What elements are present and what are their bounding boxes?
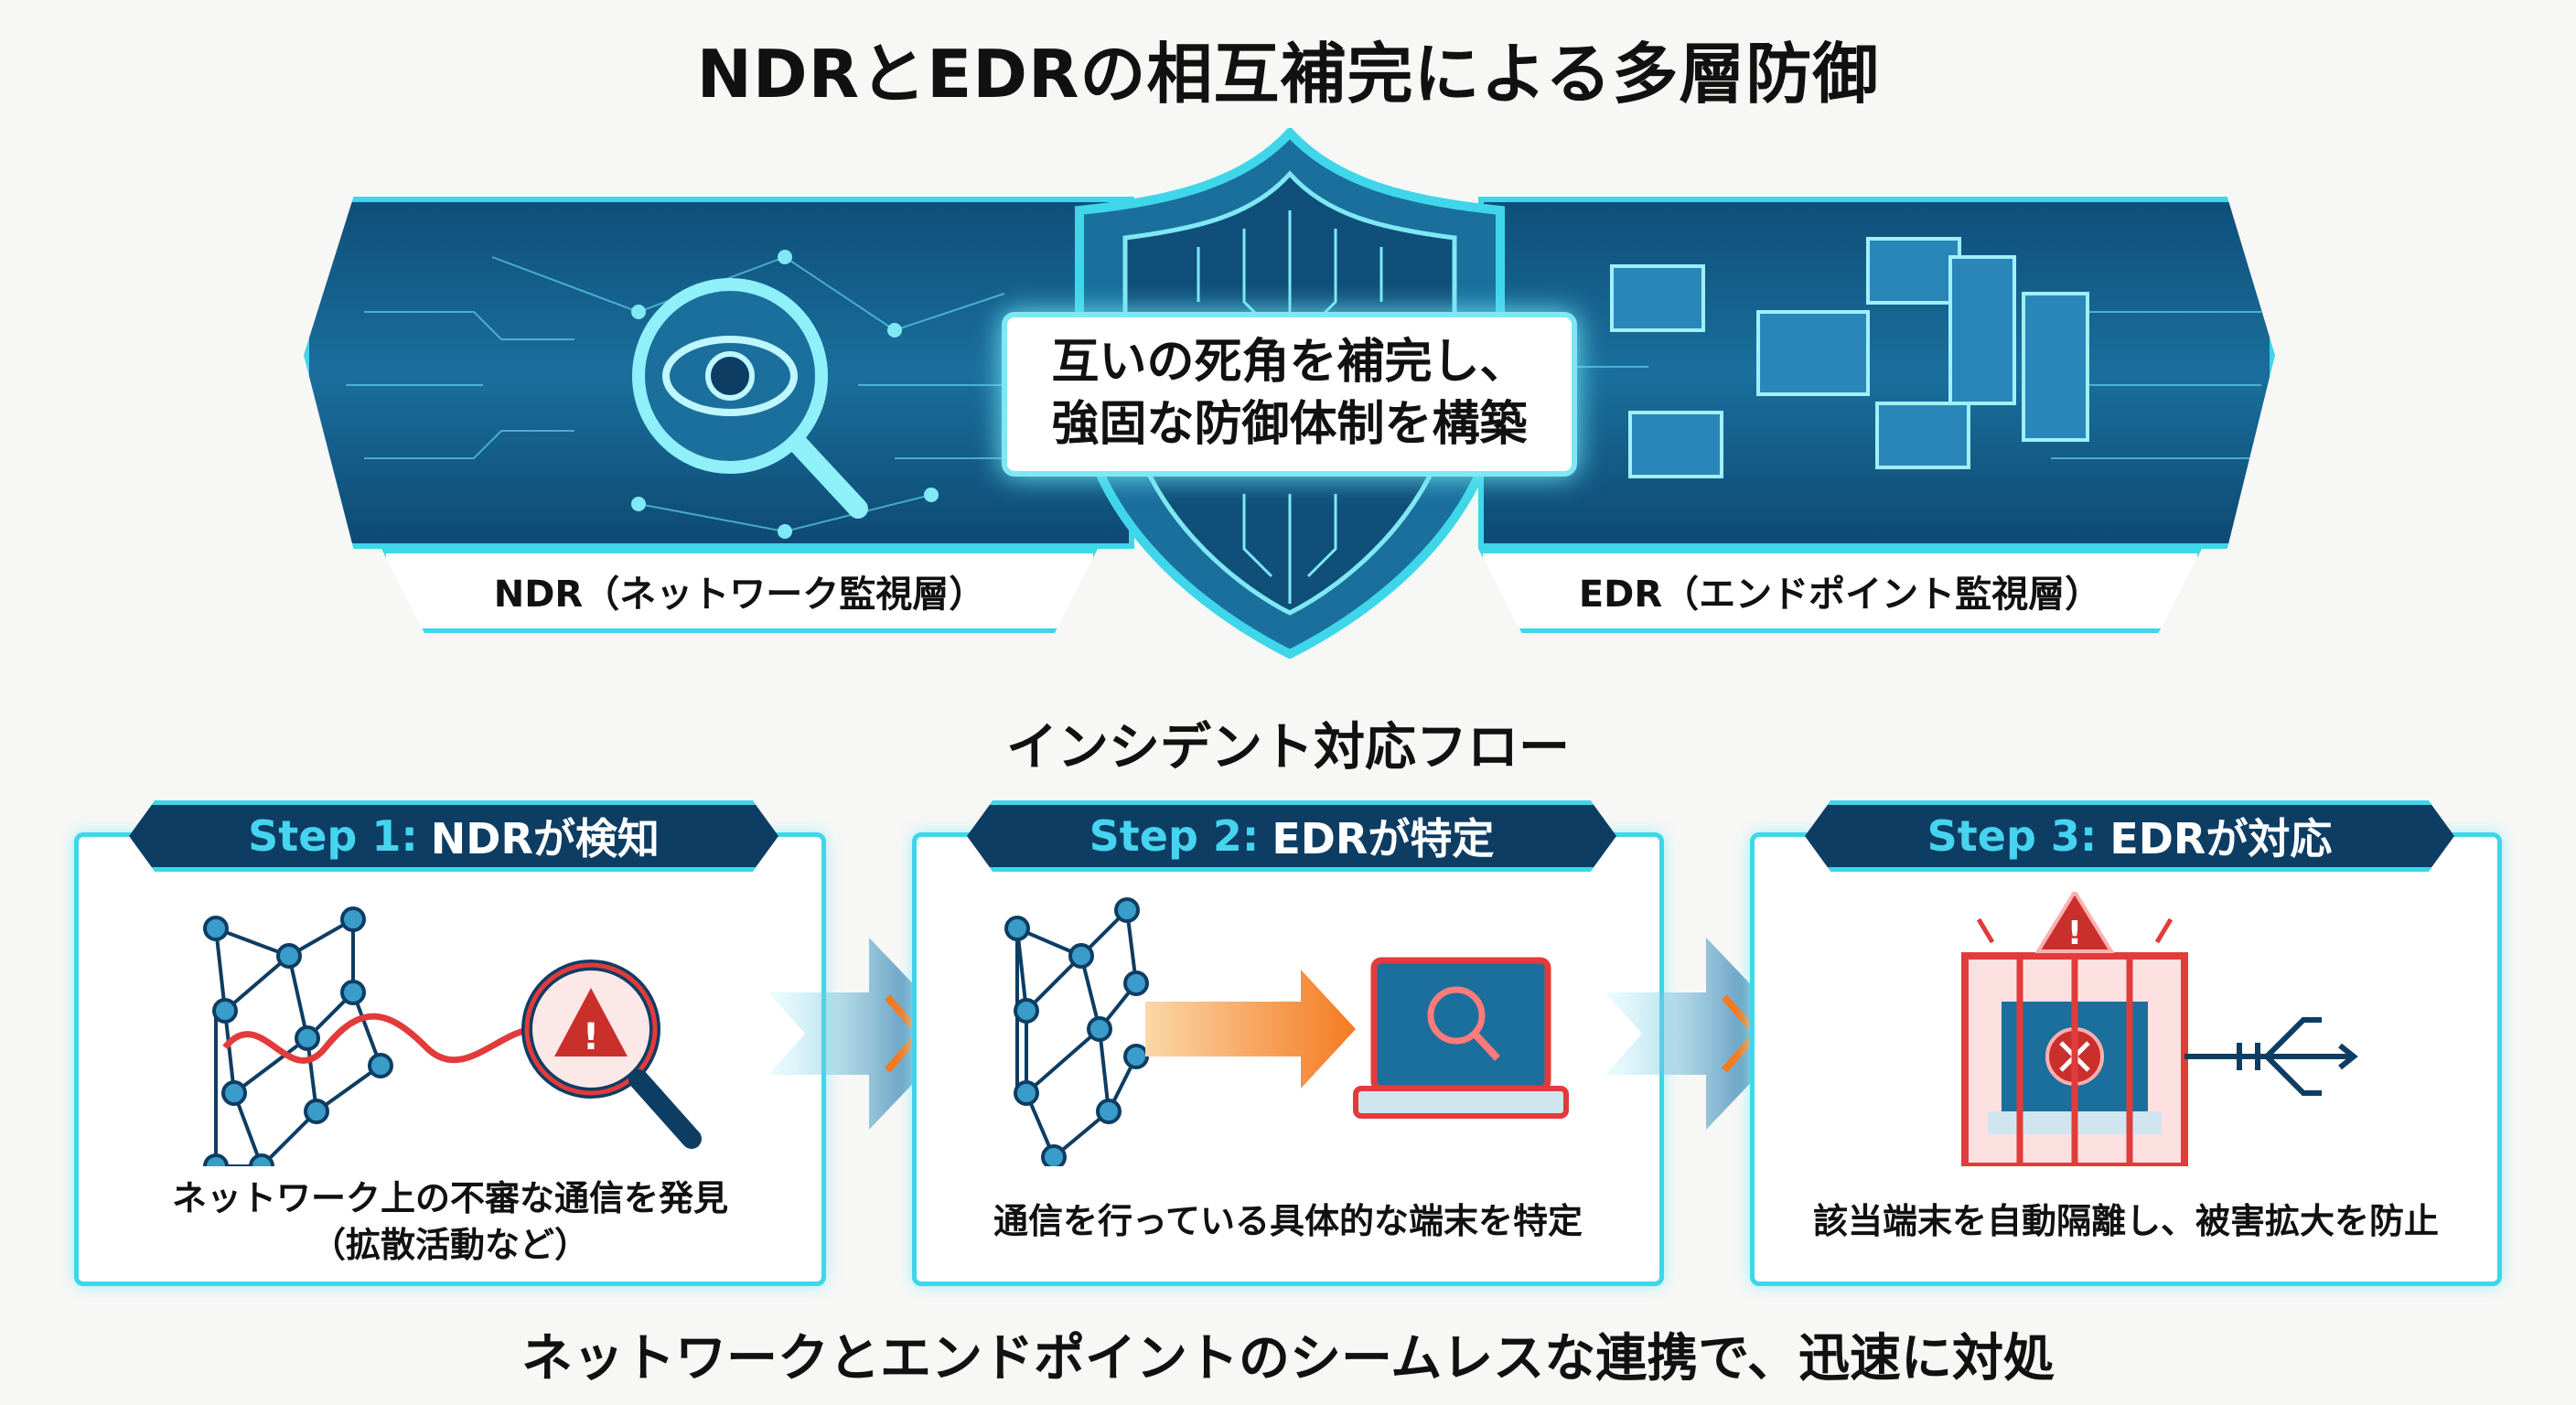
step-number: Step 1: [248,811,418,861]
page-title: NDRとEDRの相互補完による多層防御 [696,36,1880,113]
endpoint-devices-icon [1575,237,2261,478]
step-header: Step 2:EDRが特定 [967,800,1616,872]
step-card-3: Step 3:EDRが対応 ! 該当端末を自動隔離し、被害拡大を防止 [1750,800,2502,1286]
step-card-1: Step 1:NDRが検知 ! ネットワーク上の不審な通信を発見 （拡散活動など… [74,800,826,1286]
step-number: Step 2: [1089,811,1260,861]
footer-message: ネットワークとエンドポイントのシームレスな連携で、迅速に対処 [521,1329,2055,1389]
network-magnifier-eye-icon [346,250,1041,539]
step-header: Step 1:NDRが検知 [129,800,778,872]
step-description-line: （拡散活動など） [310,1225,589,1266]
step-description: 該当端末を自動隔離し、被害拡大を防止 [1755,1198,2497,1245]
step-name: EDRが特定 [1272,814,1495,863]
svg-text:!: ! [583,1016,599,1058]
step-name: EDRが対応 [2109,814,2333,863]
step-description-line: 通信を行っている具体的な端末を特定 [993,1201,1583,1241]
center-message-box: 互いの死角を補完し、 強固な防御体制を構築 [1002,312,1577,477]
svg-text:!: ! [2067,915,2082,952]
usb-icon [2184,1017,2358,1096]
ndr-layer-label: NDR（ネットワーク監視層） [381,549,1098,633]
step-card-2: Step 2:EDRが特定 通信を行っている具体的な端末を特定 [912,800,1664,1286]
center-message-line: 互いの死角を補完し、 [1051,335,1528,391]
step-description-line: 該当端末を自動隔離し、被害拡大を防止 [1812,1201,2439,1241]
network-to-laptop-icon [1004,897,1569,1166]
ndr-layer-text: NDR（ネットワーク監視層） [493,574,986,616]
step-description: 通信を行っている具体的な端末を特定 [917,1198,1659,1245]
step-description: ネットワーク上の不審な通信を発見 （拡散活動など） [79,1175,821,1270]
step-description-line: ネットワーク上の不審な通信を発見 [171,1178,728,1218]
step-header: Step 3:EDRが対応 [1805,800,2454,872]
flow-title: インシデント対応フロー [1006,718,1570,778]
network-alert-magnifier-icon: ! [203,906,702,1166]
step-name: NDRが検知 [430,814,660,863]
edr-layer-label: EDR（エンドポイント監視層） [1478,549,2202,633]
center-message-line: 強固な防御体制を構築 [1051,397,1528,452]
step-number: Step 3: [1927,811,2098,861]
edr-panel [1478,197,2275,549]
edr-layer-text: EDR（エンドポイント監視層） [1578,574,2102,616]
isolated-laptop-cage-icon: ! [1961,892,2358,1166]
ndr-panel [304,197,1134,549]
